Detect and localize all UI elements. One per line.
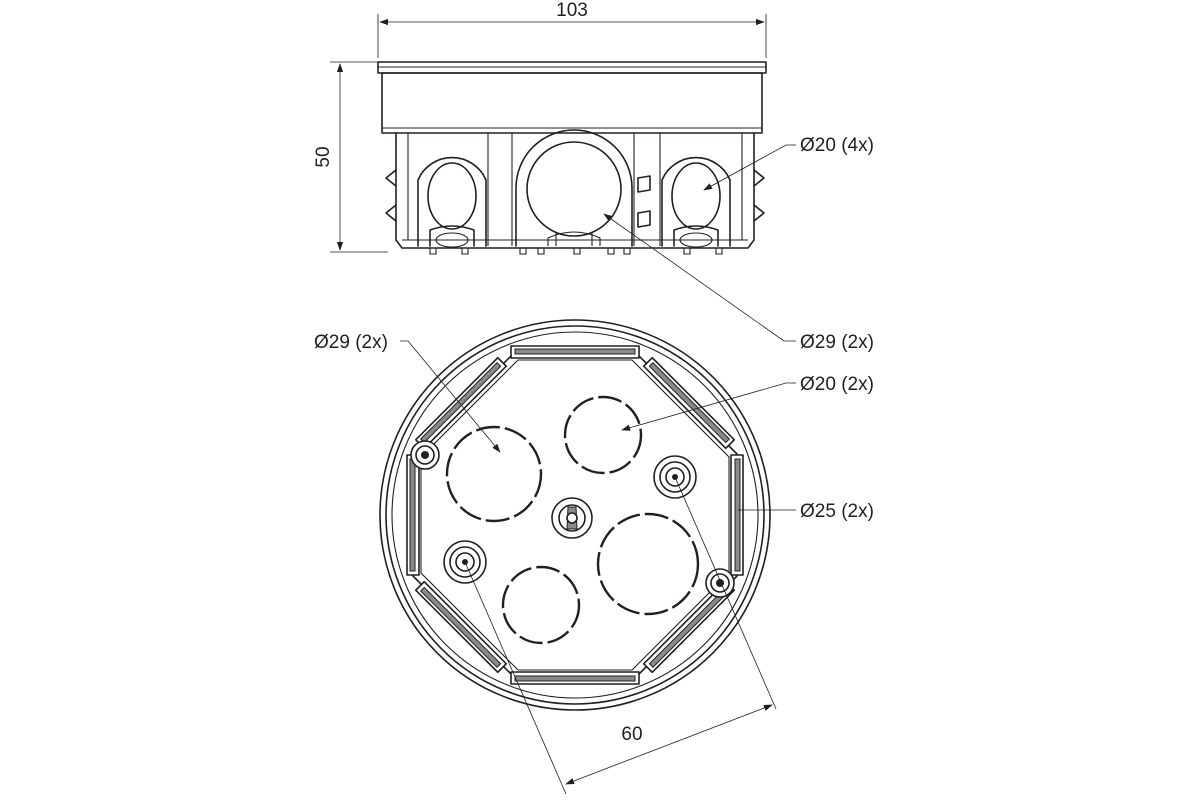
top-callout-leaders [400,340,796,511]
wall-clips [406,345,744,685]
side-knockout-left-d20 [417,156,487,248]
bottom-knockouts [445,395,700,645]
side-callout-leaders [603,144,796,342]
width-dimension-label: 103 [556,0,588,21]
top-callout-d20: Ø20 (2x) [800,374,874,395]
screw-post-lower [443,540,487,584]
side-callout-d20: Ø20 (4x) [800,135,874,156]
side-knockout-d29 [515,129,633,247]
knockout-d29-left [445,425,543,523]
top-callout-d29: Ø29 (2x) [314,332,388,353]
screw-spacing-label: 60 [621,724,642,745]
screw-spacing-dimension: 60 [464,476,777,795]
side-view: 103 50 [313,0,874,353]
width-dimension: 103 [377,0,767,58]
knockout-d20-bottom [501,565,581,645]
rim-screw-bosses [410,440,735,598]
side-fins [385,169,765,222]
top-view: 60 Ø29 (2x) Ø20 (2x) Ø25 (2x) [314,319,874,795]
height-dimension: 50 [313,61,388,253]
top-callout-d25: Ø25 (2x) [800,501,874,522]
side-knockout-right-d20 [661,156,731,248]
height-dimension-label: 50 [313,146,334,167]
outer-rim [379,319,771,711]
box-body [395,132,755,255]
side-slots [637,175,651,228]
side-callout-d29: Ø29 (2x) [800,332,874,353]
knockout-d20-top [563,395,643,475]
knockout-d29-right [596,512,700,616]
center-boss [551,497,593,539]
box-rim [377,61,767,134]
